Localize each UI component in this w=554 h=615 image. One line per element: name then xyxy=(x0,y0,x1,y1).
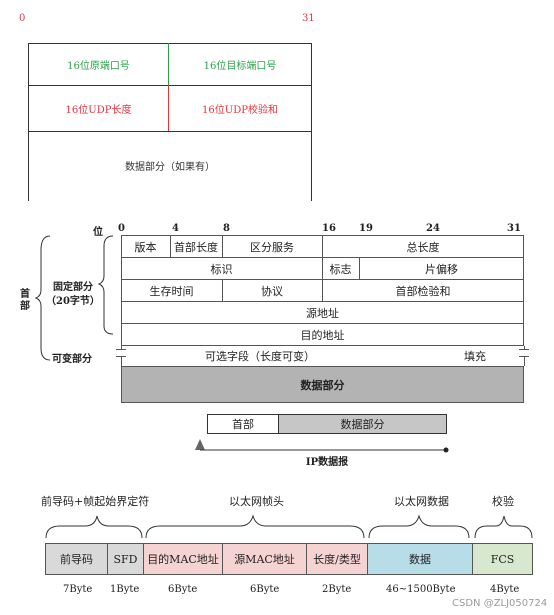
eth-group-check: 校验 xyxy=(492,495,514,508)
ip-bit-0: 0 xyxy=(118,223,125,234)
ip-fixed-label: 固定部分 xyxy=(53,282,93,293)
ip-line-3 xyxy=(121,301,524,302)
eth-field-fcs: FCS xyxy=(472,543,533,575)
ip-bit-16: 16 xyxy=(322,223,336,234)
ip-tos: 区分服务 xyxy=(250,240,294,254)
eth-size-fcs: 4Byte xyxy=(490,584,520,595)
header-brace xyxy=(34,235,51,361)
ip-vline-8b xyxy=(222,279,223,301)
ip-packet-arrow xyxy=(195,439,449,453)
ip-header-checksum: 首部检验和 xyxy=(395,284,451,298)
ip-opt-tick-r1 xyxy=(524,346,525,349)
eth-size-src-mac: 6Byte xyxy=(250,584,280,595)
ip-opt-tick-r2 xyxy=(524,356,525,366)
eth-size-preamble: 7Byte xyxy=(63,584,93,595)
ip-total-length: 总长度 xyxy=(406,240,440,254)
udp-row-divider-2 xyxy=(28,131,312,132)
ip-vline-16a xyxy=(322,235,323,257)
udp-len-divider xyxy=(168,85,169,131)
ip-options: 可选字段（长度可变） xyxy=(205,350,315,363)
ip-fragment-offset: 片偏移 xyxy=(425,262,458,276)
udp-data: 数据部分（如果有） xyxy=(125,161,215,173)
ip-bit-8: 8 xyxy=(223,223,230,234)
udp-row-divider-1 xyxy=(28,85,312,86)
ip-fixed-sub: （20字节） xyxy=(46,296,100,307)
udp-port-divider xyxy=(168,43,169,85)
eth-field-src-mac: 源MAC地址 xyxy=(222,543,307,575)
udp-src-port: 16位原端口号 xyxy=(67,61,130,72)
ip-vline-19 xyxy=(359,257,360,279)
eth-size-data: 46~1500Byte xyxy=(386,584,456,595)
brace-data xyxy=(368,514,470,539)
csdn-watermark: CSDN @ZLJ050724 xyxy=(452,598,548,609)
ip-version: 版本 xyxy=(134,240,157,254)
ip-bit-31: 31 xyxy=(507,223,521,234)
ip-protocol: 协议 xyxy=(261,284,283,298)
udp-bit-end: 31 xyxy=(302,13,315,24)
eth-group-preamble: 前导码+帧起始界定符 xyxy=(41,495,150,508)
ip-ihl: 首部长度 xyxy=(174,240,218,254)
brace-preamble xyxy=(45,515,143,539)
brace-header xyxy=(145,514,365,539)
eth-size-dst-mac: 6Byte xyxy=(168,584,198,595)
ip-packet-caption: IP数据报 xyxy=(305,456,349,468)
udp-box xyxy=(28,43,312,201)
eth-size-sfd: 1Byte xyxy=(110,584,140,595)
ip-data: 数据部分 xyxy=(121,366,524,403)
ip-opt-tick-l2 xyxy=(121,356,122,366)
eth-field-sfd: SFD xyxy=(107,543,144,575)
eth-field-dst-mac: 目的MAC地址 xyxy=(143,543,223,575)
ip-variable-label: 可变部分 xyxy=(52,354,92,365)
udp-checksum: 16位UDP校验和 xyxy=(202,105,278,116)
eth-field-preamble: 前导码 xyxy=(45,543,108,575)
ip-packet-header: 首部 xyxy=(207,414,279,434)
ip-padding: 填充 xyxy=(464,350,486,363)
ip-opt-tick-l1 xyxy=(121,346,122,349)
ip-dst-addr: 目的地址 xyxy=(300,328,345,342)
ip-vline-4 xyxy=(170,235,171,257)
ip-identification: 标识 xyxy=(210,262,233,276)
eth-field-len-type: 长度/类型 xyxy=(306,543,368,575)
eth-braces xyxy=(45,514,533,539)
ip-header-label: 首部 xyxy=(20,289,30,312)
ip-src-addr: 源地址 xyxy=(306,306,339,320)
eth-group-header: 以太网帧头 xyxy=(229,495,284,508)
ip-flags: 标志 xyxy=(329,262,352,276)
udp-length: 16位UDP长度 xyxy=(65,105,132,116)
eth-group-data: 以太网数据 xyxy=(394,495,449,508)
ip-bit-4: 4 xyxy=(172,223,179,234)
ip-bit-24: 24 xyxy=(426,223,440,234)
udp-dst-port: 16位目标端口号 xyxy=(203,61,277,72)
ip-brackets xyxy=(34,235,114,361)
udp-bit-start: 0 xyxy=(19,13,26,24)
ip-vline-8 xyxy=(222,235,223,257)
brace-check xyxy=(474,515,533,539)
ip-bit-label: 位 xyxy=(93,227,103,238)
eth-field-data: 数据 xyxy=(367,543,473,575)
ip-ttl: 生存时间 xyxy=(149,284,194,298)
ip-bit-19: 19 xyxy=(359,223,373,234)
eth-size-len-type: 2Byte xyxy=(322,584,352,595)
ip-vline-16c xyxy=(322,279,323,301)
ip-packet-data: 数据部分 xyxy=(279,414,447,434)
ip-line-4 xyxy=(121,323,524,324)
ip-vline-16b xyxy=(322,257,323,279)
fixed-part-brace xyxy=(97,235,114,335)
